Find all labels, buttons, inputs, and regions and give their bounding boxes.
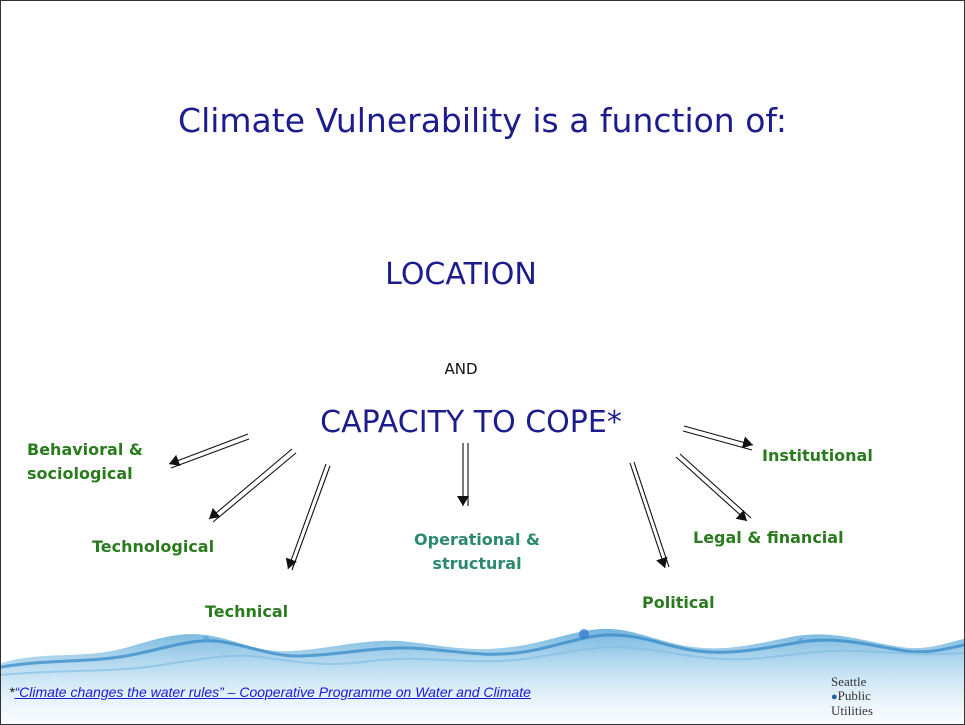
- footnote: *“Climate changes the water rules” – Coo…: [9, 684, 531, 700]
- logo-line-utilities: Utilities: [831, 703, 873, 718]
- seattle-public-utilities-logo: Seattle ●Public Utilities: [831, 675, 911, 718]
- logo-line-public: ●Public: [831, 689, 911, 704]
- logo-line-seattle: Seattle: [831, 674, 867, 689]
- slide-title: Climate Vulnerability is a function of:: [178, 101, 787, 140]
- footnote-asterisk: *: [9, 684, 15, 700]
- factor-operational-line2: structural: [432, 554, 522, 573]
- factor-behavioral: Behavioral & sociological: [27, 438, 143, 486]
- location-heading: LOCATION: [385, 257, 537, 292]
- capacity-heading: CAPACITY TO COPE*: [320, 405, 622, 440]
- arrow-to-behavioral: [168, 433, 249, 467]
- arrow-to-technical: [285, 463, 327, 570]
- factor-technological: Technological: [92, 537, 215, 556]
- factor-behavioral-line1: Behavioral &: [27, 440, 143, 459]
- arrow-to-legal: [675, 456, 748, 522]
- water-wave-decoration: [1, 628, 964, 724]
- arrow-to-political: [629, 462, 668, 569]
- arrow-to-institutional: [683, 425, 754, 449]
- factor-technical: Technical: [205, 602, 289, 621]
- and-label: AND: [444, 360, 478, 378]
- logo-public-text: Public: [837, 688, 871, 703]
- factor-legal: Legal & financial: [693, 528, 844, 547]
- arrow-diagram: [168, 425, 754, 571]
- factor-behavioral-line2: sociological: [27, 464, 133, 483]
- arrow-to-technological: [208, 448, 293, 520]
- factor-operational-line1: Operational &: [414, 530, 540, 549]
- factor-operational: Operational & structural: [397, 528, 557, 576]
- factor-institutional: Institutional: [762, 446, 873, 465]
- footnote-link[interactable]: “Climate changes the water rules” – Coop…: [14, 684, 531, 700]
- factor-political: Political: [642, 593, 715, 612]
- spu-swirl-icon: ●: [831, 691, 838, 703]
